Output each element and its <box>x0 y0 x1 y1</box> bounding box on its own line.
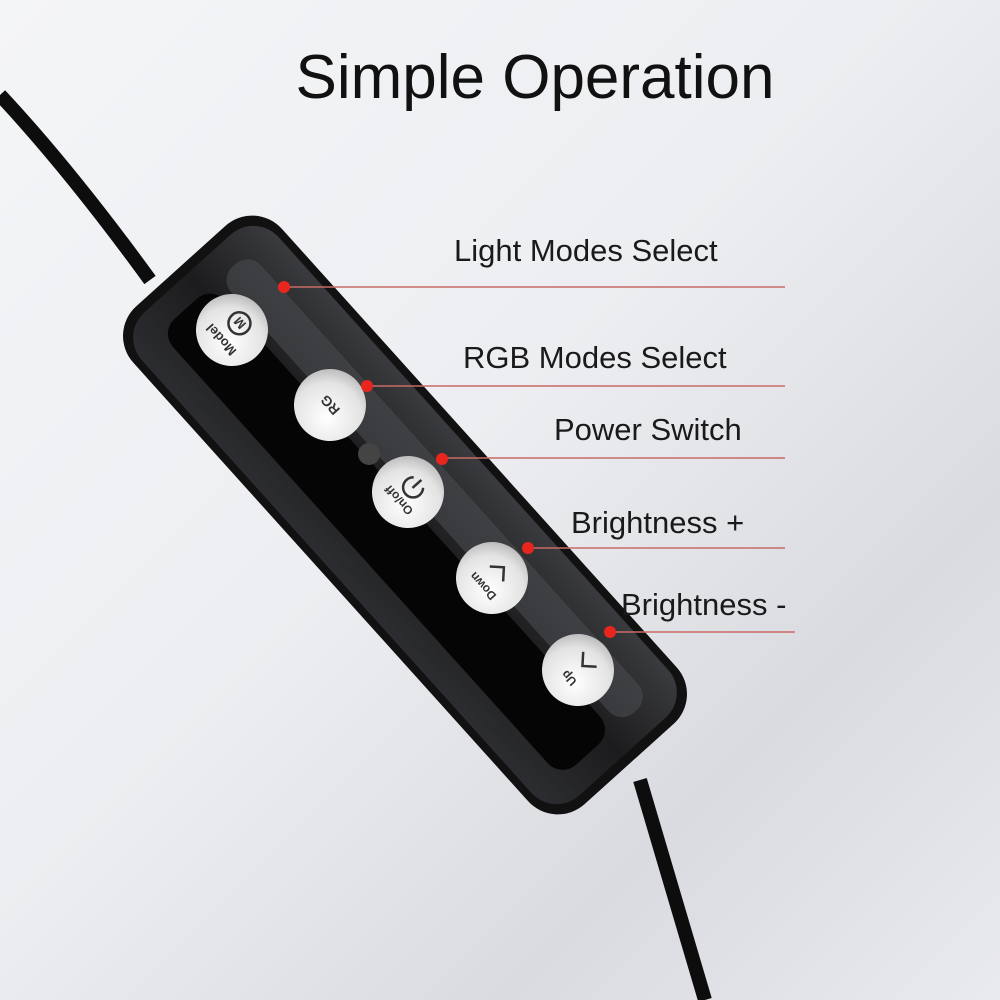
chevron-up-icon <box>581 651 597 668</box>
callout-brightness-plus: Brightness + <box>571 505 745 540</box>
callout-dot <box>604 626 616 638</box>
power-button[interactable]: On/off <box>357 441 459 543</box>
callout-power-switch: Power Switch <box>554 412 742 447</box>
power-icon <box>401 476 425 499</box>
callout-dot <box>436 453 448 465</box>
callout-dot <box>361 380 373 392</box>
callout-dot <box>278 281 290 293</box>
rgb-button[interactable]: RG <box>279 354 381 456</box>
brightness-up-button[interactable]: Up <box>527 619 629 721</box>
callout-brightness-minus: Brightness - <box>621 587 787 622</box>
chevron-down-icon <box>489 565 506 582</box>
callout-dots <box>278 281 616 638</box>
callout-dot <box>522 542 534 554</box>
brightness-down-button[interactable]: Down <box>441 527 543 629</box>
cable-top <box>0 90 156 285</box>
model-button[interactable]: Model M <box>181 279 283 381</box>
callout-lines <box>285 286 795 633</box>
callout-rgb-modes-select: RGB Modes Select <box>463 340 727 375</box>
cable-bottom <box>633 777 712 1000</box>
callout-light-modes-select: Light Modes Select <box>454 233 718 268</box>
indicator-led <box>358 443 380 465</box>
page-title: Simple Operation <box>295 43 775 112</box>
